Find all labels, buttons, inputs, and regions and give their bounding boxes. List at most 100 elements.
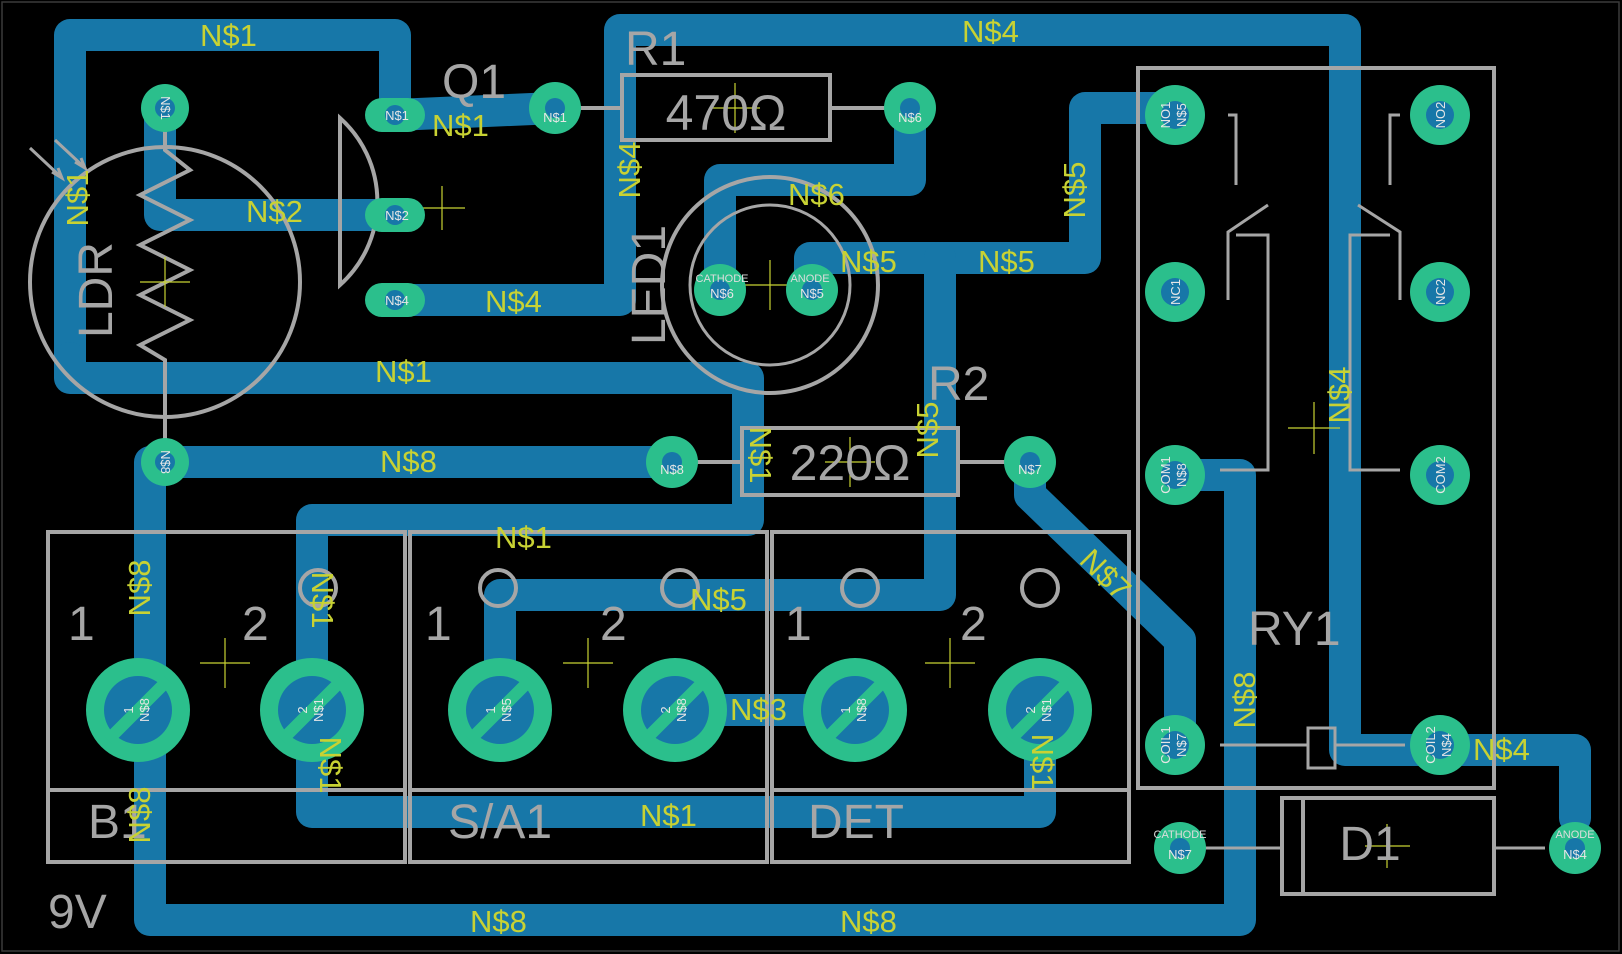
det-pin-1-label: 1 (785, 598, 812, 651)
trace-n4-q1 (379, 14, 1591, 834)
r1-value: 470Ω (666, 85, 787, 141)
det-pad-1-net: N$8 (854, 698, 869, 722)
sa1-pad-2-pin: 2 (658, 706, 673, 713)
sa1-name: S/A1 (448, 796, 552, 849)
ry1-pad-coil1[interactable]: COIL1 N$7 (1145, 715, 1205, 775)
r2-pad-2-net: N$7 (1018, 462, 1042, 477)
net-label-n1-mid: N$1 (375, 354, 432, 389)
net-label-n1-q1: N$1 (432, 108, 489, 143)
ry1-switch1 (1220, 113, 1270, 472)
q1-pad-2-net: N$2 (385, 208, 409, 223)
ry1-pad-no2[interactable]: NO2 (1410, 85, 1470, 145)
net-label-n4-q1: N$4 (485, 284, 542, 319)
q1-pad-2[interactable]: N$2 (365, 198, 425, 232)
net-label-n8-ry1: N$8 (1227, 672, 1262, 729)
net-label-n2: N$2 (246, 194, 303, 229)
ry1-pad-coil2[interactable]: COIL2 N$4 (1410, 715, 1470, 775)
det-name: DET (808, 796, 904, 849)
b1-pad-2-pin: 2 (295, 706, 310, 713)
sa1-pad-1[interactable]: 1 N$5 (448, 658, 552, 762)
net-label-n1-b1: N$1 (305, 572, 340, 629)
net-label-n4-d1: N$4 (1473, 732, 1530, 767)
ldr-pad-2[interactable]: N$8 (141, 438, 189, 486)
net-label-n4-ry1: N$4 (1322, 367, 1357, 424)
ry1-pad-nc1[interactable]: NC1 (1145, 262, 1205, 322)
d1-body (1280, 796, 1496, 896)
r1-pad-1[interactable]: N$1 (529, 82, 581, 134)
led1-pad-anode-name: ANODE (790, 273, 829, 285)
net-label-n5-vert: N$5 (910, 402, 945, 459)
r2-origin-icon (825, 437, 875, 487)
q1-pad-3[interactable]: N$4 (365, 283, 425, 317)
ry1-pad-coil2-net: N$4 (1439, 733, 1454, 757)
d1-pad-anode-name: ANODE (1555, 829, 1594, 841)
net-label-n4-r1: N$4 (612, 142, 647, 199)
b1-pad-2[interactable]: 2 N$1 (260, 658, 364, 762)
r1-pad-2[interactable]: N$6 (884, 82, 936, 134)
b1-pad-1-net: N$8 (137, 698, 152, 722)
net-label-n8-bot2: N$8 (840, 904, 897, 939)
led1-pad-anode[interactable]: ANODE N$5 (786, 264, 838, 316)
net-label-n5-right: N$5 (978, 244, 1035, 279)
led1-inner (688, 203, 852, 367)
ry1-pad-com2-name: COM2 (1433, 456, 1448, 494)
sa1-hole-1 (478, 568, 518, 608)
sa1-pad-1-pin: 1 (483, 706, 498, 713)
led1-outline (660, 175, 880, 395)
q1-origin-icon (420, 186, 465, 230)
d1-pad-anode[interactable]: ANODE N$4 (1549, 822, 1601, 874)
ry1-pad-coil2-name: COIL2 (1423, 726, 1438, 764)
b1-pad-1[interactable]: 1 N$8 (86, 658, 190, 762)
sa1-pad-2-net: N$8 (674, 698, 689, 722)
r2-pad-1[interactable]: N$8 (646, 436, 698, 488)
ldr-pad-1[interactable]: N$1 (141, 84, 189, 132)
trace-n1-long (54, 342, 1056, 828)
ldr-name: LDR (70, 242, 123, 338)
ry1-pad-com2[interactable]: COM2 (1410, 445, 1470, 505)
r2-pad-2[interactable]: N$7 (1004, 436, 1056, 488)
led1-pad-cathode-net: N$6 (710, 286, 734, 301)
d1-pad-cathode-name: CATHODE (1154, 829, 1207, 841)
det-pad-2[interactable]: 2 N$1 (988, 658, 1092, 762)
origin-crosses (140, 83, 1410, 868)
net-label-n8-b1b: N$8 (122, 787, 157, 844)
b1-pin-1-label: 1 (68, 598, 95, 651)
ry1-pad-no1[interactable]: NO1 N$5 (1145, 85, 1205, 145)
sa1-pad-2[interactable]: 2 N$8 (623, 658, 727, 762)
det-pad-2-pin: 2 (1023, 706, 1038, 713)
ry1-origin-icon (1288, 402, 1340, 454)
net-label-n1-r2: N$1 (743, 427, 778, 484)
ldr-pad-1-net: N$1 (158, 96, 173, 120)
ldr-light-arrows-icon (28, 138, 89, 182)
net-label-n1-sa1: N$1 (495, 520, 552, 555)
sa1-outline (408, 530, 769, 864)
ry1-pad-com1[interactable]: COM1 N$8 (1145, 445, 1205, 505)
net-label-n5-ry1: N$5 (1057, 162, 1092, 219)
net-label-n1-bot: N$1 (640, 798, 697, 833)
r2-value: 220Ω (790, 435, 911, 491)
d1-pad-anode-net: N$4 (1563, 847, 1587, 862)
net-label-n6: N$6 (788, 177, 845, 212)
r1-pad-1-net: N$1 (543, 110, 567, 125)
d1-pad-cathode[interactable]: CATHODE N$7 (1154, 822, 1207, 874)
net-label-n5-led: N$5 (840, 244, 897, 279)
d1-name: D1 (1339, 818, 1400, 871)
net-label-n5-sa1: N$5 (690, 582, 747, 617)
net-label-n8-ldr: N$8 (380, 444, 437, 479)
r1-name: R1 (625, 23, 686, 76)
ry1-pad-com1-name: COM1 (1158, 456, 1173, 494)
led1-pad-cathode-name: CATHODE (696, 273, 749, 285)
led1-pad-cathode[interactable]: CATHODE N$6 (694, 264, 748, 316)
ry1-pad-nc2[interactable]: NC2 (1410, 262, 1470, 322)
led1-name: LED1 (623, 225, 676, 345)
net-labels: N$1 N$1 N$1 N$1 N$1 N$1 N$1 N$1 N$1 N$1 … (60, 14, 1530, 939)
trace-n2 (144, 92, 411, 231)
det-pad-1[interactable]: 1 N$8 (803, 658, 907, 762)
q1-name: Q1 (442, 56, 506, 109)
q1-pad-1[interactable]: N$1 (365, 98, 425, 132)
ldr-origin-icon (140, 257, 190, 307)
b1-value: 9V (48, 886, 107, 939)
ry1-pad-no1-net: N$5 (1174, 103, 1189, 127)
